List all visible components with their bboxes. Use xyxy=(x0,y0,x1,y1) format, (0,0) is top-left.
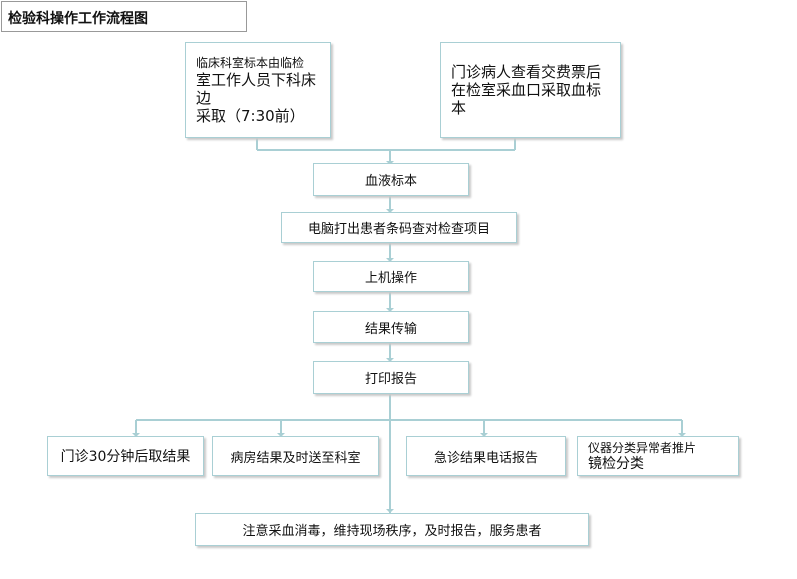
outpatient-sample-line2: 在检室采血口采取血标本 xyxy=(451,81,602,117)
abnormal-smear-line2: 镜检分类 xyxy=(588,456,644,472)
clinical-sample-line3: 采取（7:30前） xyxy=(196,107,305,125)
node-print-report: 打印报告 xyxy=(313,361,469,394)
node-outpatient-sample: 门诊病人查看交费票后 在检室采血口采取血标本 xyxy=(440,42,621,138)
clinical-sample-line2: 室工作人员下科床边 xyxy=(196,71,317,107)
arrowhead-machine xyxy=(386,258,394,262)
node-notice: 注意采血消毒，维持现场秩序，及时报告，服务患者 xyxy=(195,513,589,546)
node-blood-sample: 血液标本 xyxy=(313,163,469,196)
print-report-label: 打印报告 xyxy=(364,372,417,387)
diagram-title-text: 检验科操作工作流程图 xyxy=(8,11,148,27)
arrowhead-emergency xyxy=(480,433,488,437)
node-result-transfer: 结果传输 xyxy=(313,311,469,343)
outpatient-result-label: 门诊30分钟后取结果 xyxy=(60,449,191,465)
arrowhead-transfer xyxy=(386,308,394,312)
node-ward-result: 病房结果及时送至科室 xyxy=(212,436,379,476)
ward-result-label: 病房结果及时送至科室 xyxy=(230,450,361,466)
outpatient-sample-line1: 门诊病人查看交费票后 xyxy=(451,63,602,81)
machine-operation-label: 上机操作 xyxy=(364,271,417,286)
blood-sample-label: 血液标本 xyxy=(364,174,417,189)
arrowhead-barcode xyxy=(386,209,394,213)
notice-label: 注意采血消毒，维持现场秩序，及时报告，服务患者 xyxy=(242,524,542,539)
emergency-report-label: 急诊结果电话报告 xyxy=(433,450,538,466)
result-transfer-label: 结果传输 xyxy=(364,321,417,337)
clinical-sample-line1: 临床科室标本由临检 xyxy=(196,56,305,70)
node-outpatient-result: 门诊30分钟后取结果 xyxy=(47,436,204,476)
arrowhead-notice xyxy=(386,509,394,513)
node-emergency-report: 急诊结果电话报告 xyxy=(406,436,566,476)
node-clinical-sample: 临床科室标本由临检 室工作人员下科床边 采取（7:30前） xyxy=(185,42,331,138)
arrowhead-outpatient-result xyxy=(132,433,140,437)
node-print-barcode: 电脑打出患者条码查对检查项目 xyxy=(281,212,517,243)
arrowhead-smear xyxy=(678,433,686,437)
print-barcode-label: 电脑打出患者条码查对检查项目 xyxy=(307,222,490,237)
node-abnormal-smear: 仪器分类异常者推片 镜检分类 xyxy=(577,436,739,476)
diagram-title: 检验科操作工作流程图 xyxy=(1,1,247,32)
arrowhead-ward-result xyxy=(277,433,285,437)
abnormal-smear-line1: 仪器分类异常者推片 xyxy=(588,441,697,455)
arrowhead-print xyxy=(386,358,394,362)
node-machine-operation: 上机操作 xyxy=(313,261,469,292)
